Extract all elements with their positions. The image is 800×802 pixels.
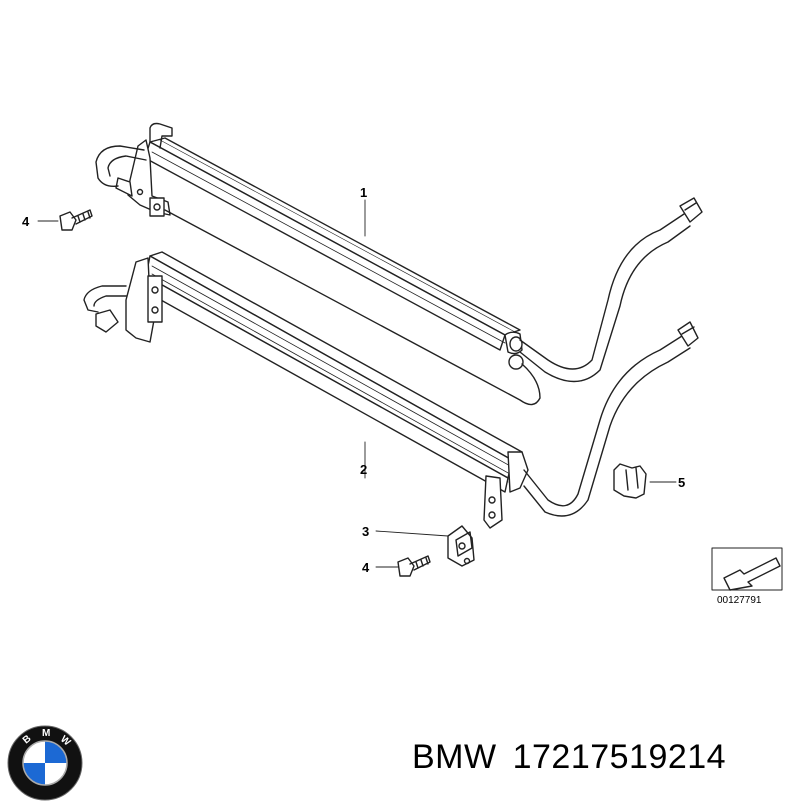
oil-cooler-lower [83,251,699,529]
part-number: 17217519214 [512,738,727,776]
oil-cooler-upper [95,122,703,406]
bolt-part-4-lower [397,555,431,577]
bolt-part-4-upper [59,209,93,231]
reference-number: 00127791 [717,595,762,606]
callout-4-upper: 4 [22,214,30,229]
clip-part-5 [613,463,647,499]
direction-arrow-icon [711,547,783,591]
svg-text:M: M [42,728,50,739]
bmw-logo: B M W [7,725,83,801]
callout-3: 3 [362,524,369,539]
part-caption: BMW 17217519214 [412,738,726,777]
callout-5: 5 [678,475,685,490]
callout-4-lower: 4 [362,560,370,575]
mounting-bracket-part-3 [447,525,475,567]
callout-2: 2 [360,462,367,477]
callout-1: 1 [360,185,367,200]
brand-name: BMW [412,738,497,776]
